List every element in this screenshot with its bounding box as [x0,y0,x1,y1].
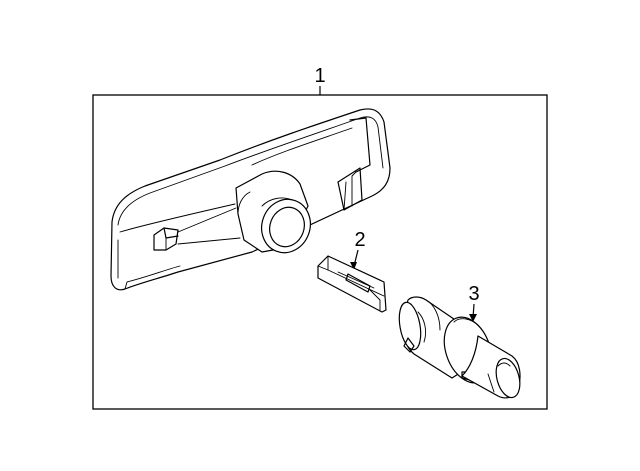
callout-3-label: 3 [468,283,479,305]
callout-1-label: 1 [314,65,325,87]
bulb-part-2 [317,255,387,313]
callout-3-arrowhead [469,314,477,322]
callout-2-label: 2 [354,229,365,251]
lamp-housing-part-1 [110,108,391,291]
callout-2-arrowhead [350,262,357,270]
socket-part-3 [398,296,521,399]
